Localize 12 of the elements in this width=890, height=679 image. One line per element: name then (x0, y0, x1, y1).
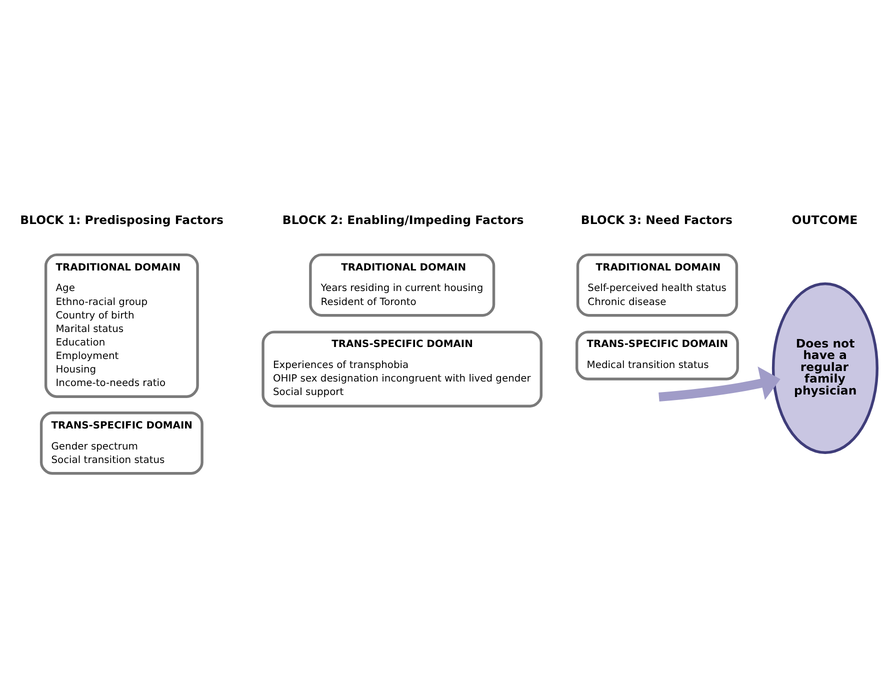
label: OUTCOME (792, 213, 858, 228)
node-box: TRADITIONAL DOMAIN Self-perceived health status Chronic disease (576, 253, 738, 317)
node-box: TRADITIONAL DOMAIN Years residing in current housing Resident of Toronto (309, 253, 496, 317)
label: BLOCK 2: Enabling/Impeding Factors (282, 213, 524, 228)
node-ellipse: Does not have a regular family physician (772, 282, 878, 454)
node-box: TRADITIONAL DOMAIN Age Ethno-racial group Country of birth Marital status Education Employment Housing Income-to-needs ratio (44, 253, 199, 398)
label: BLOCK 3: Need Factors (580, 213, 733, 228)
arrow (658, 366, 780, 402)
node-box: TRANS-SPECIFIC DOMAIN Experiences of transphobia OHIP sex designation incongruent with lived gender Social support (262, 330, 543, 408)
label: BLOCK 1: Predisposing Factors (20, 213, 224, 228)
node-box: TRANS-SPECIFIC DOMAIN Gender spectrum Social transition status (40, 412, 204, 475)
node-box: TRANS-SPECIFIC DOMAIN Medical transition status (576, 330, 739, 380)
